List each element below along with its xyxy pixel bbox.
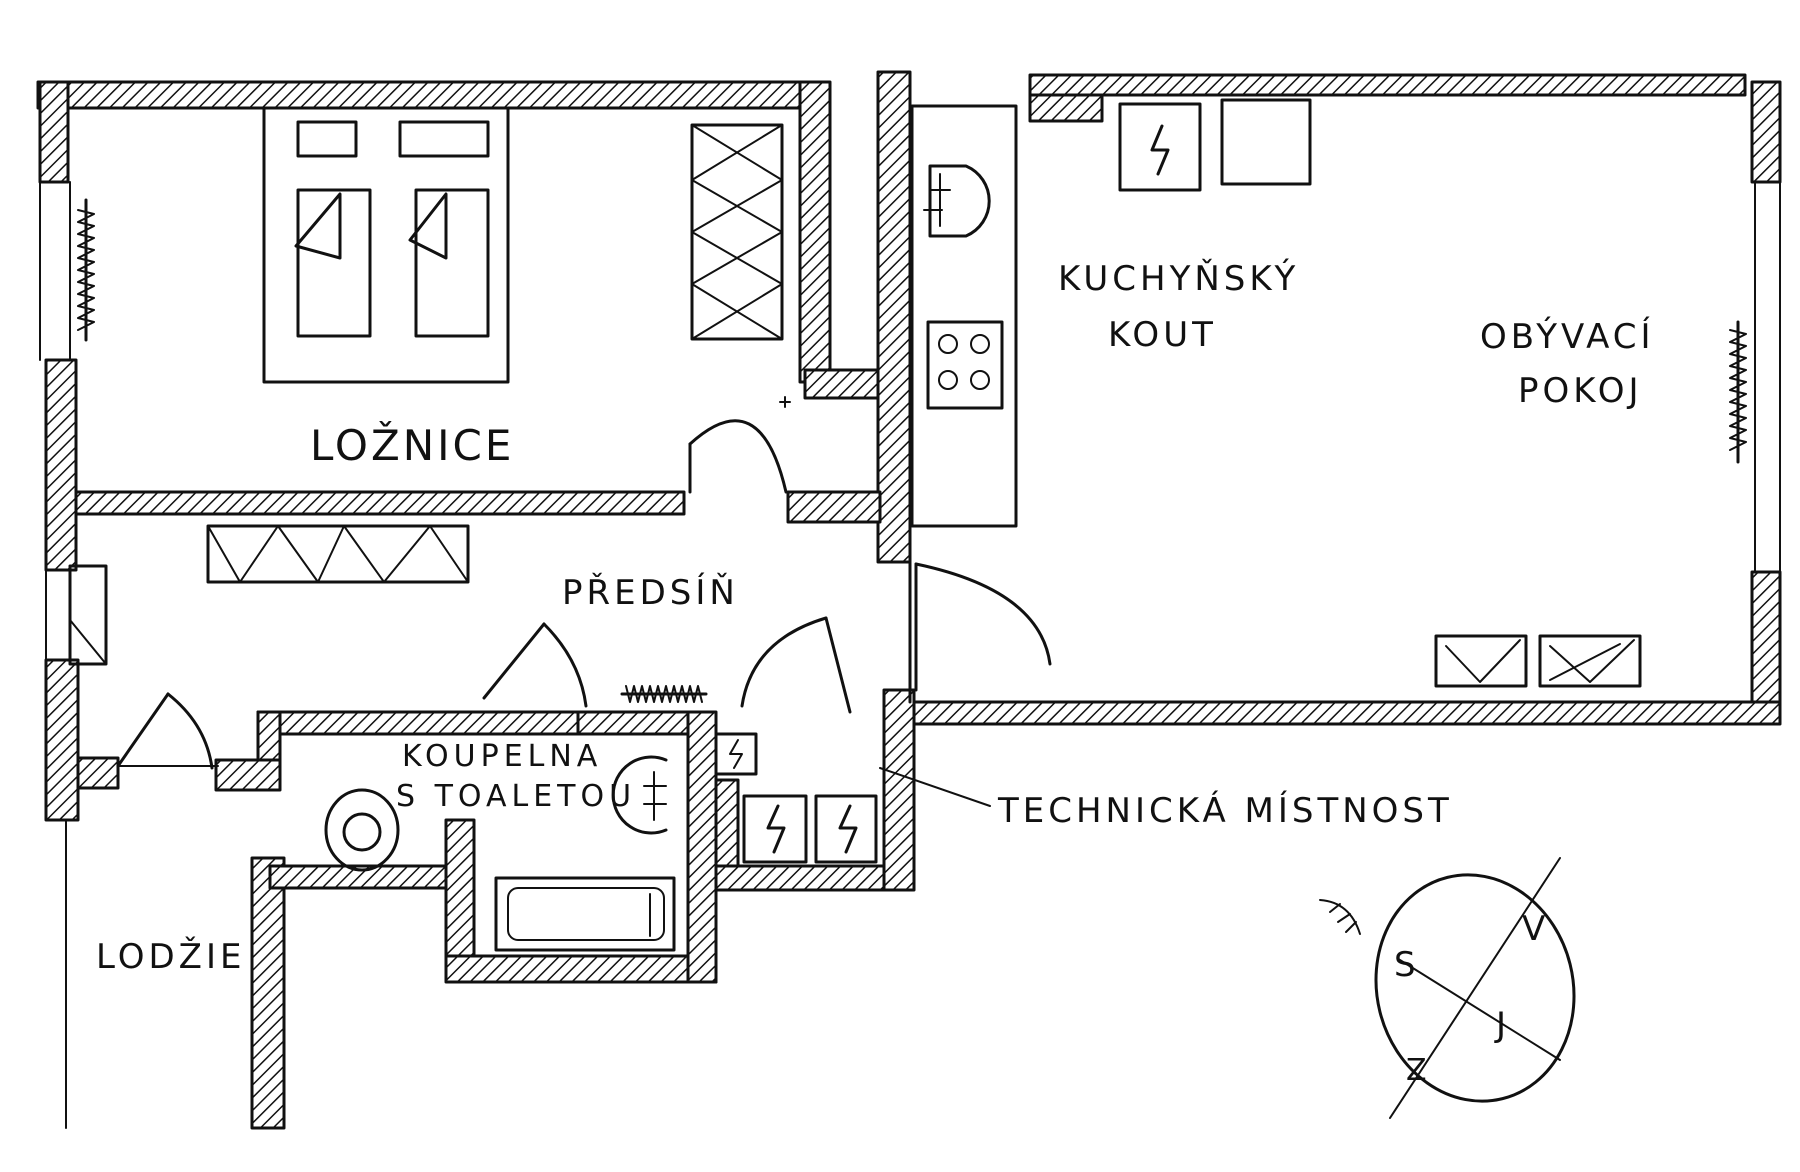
door-bathroom — [482, 622, 588, 708]
wall-kitchen-left — [876, 70, 912, 564]
radiator-living — [1729, 320, 1747, 464]
fridge — [1220, 98, 1312, 186]
room-label-kuchynsky-kout-1: KUCHYŇSKÝ — [1058, 258, 1299, 299]
room-label-obyvaci-pokoj-1: OBÝVACÍ — [1480, 316, 1655, 357]
lightning-icon — [1150, 124, 1170, 176]
walls — [36, 70, 1782, 1130]
compass-label-west: Z — [1406, 1053, 1432, 1088]
room-label-lodzie: LODŽIE — [96, 936, 245, 977]
wall-left-upper — [38, 80, 70, 184]
pillow-left — [296, 120, 358, 158]
compass-labels: S V J Z — [1394, 909, 1549, 1088]
door-bedroom — [688, 396, 791, 494]
room-label-koupelna-2: S TOALETOU — [396, 779, 636, 814]
wall-right-upper — [1750, 80, 1782, 184]
wall-hall-top-right — [786, 490, 882, 524]
outline-lines — [39, 181, 1781, 1129]
toilet — [324, 788, 400, 872]
compass-label-north: S — [1394, 945, 1420, 985]
wall-tech-right — [882, 688, 916, 892]
wall-top-living-notch — [1028, 93, 1104, 123]
compass-label-east: V — [1522, 909, 1549, 949]
wall-bedroom-right-stub — [803, 368, 887, 400]
bed — [262, 106, 510, 384]
washbasin — [611, 755, 668, 835]
wall-tub-left — [444, 818, 476, 982]
wall-tech-bottom — [714, 864, 888, 892]
compass-circle — [1374, 873, 1576, 1103]
living-cabinets — [1434, 634, 1642, 688]
lightning-icon — [766, 804, 786, 854]
wardrobe-bedroom — [690, 123, 784, 341]
room-label-kuchynsky-kout-2: KOUT — [1108, 315, 1217, 355]
compass-axis-ns — [1389, 857, 1561, 1119]
technical-room-leader — [879, 767, 991, 807]
wall-tub-bottom — [444, 954, 718, 984]
lightning-icon — [729, 739, 743, 769]
room-label-technicka-mistnost: TECHNICKÁ MÍSTNOST — [997, 790, 1453, 831]
wall-hall-top — [74, 490, 686, 516]
room-labels: LOŽNICE KUCHYŇSKÝ KOUT OBÝVACÍ POKOJ PŘE… — [96, 258, 1655, 977]
kitchen-counter — [910, 104, 1018, 528]
wall-bottom-living — [908, 700, 1782, 726]
room-label-predsin: PŘEDSÍŇ — [562, 572, 739, 613]
hall-cabinet-left — [68, 564, 108, 666]
wall-loggia-door-stub — [76, 756, 120, 790]
wall-bath-left-stub — [214, 758, 282, 792]
room-label-loznice: LOŽNICE — [310, 420, 514, 470]
wall-left-middle — [44, 358, 78, 572]
double-bed — [262, 106, 510, 384]
bathroom-fixtures — [324, 755, 676, 952]
kitchen-sink — [928, 164, 991, 238]
lightning-icon — [838, 804, 858, 854]
leaf-icon — [1319, 899, 1361, 935]
radiator-bedroom — [77, 198, 95, 342]
wardrobe-hall — [206, 524, 470, 584]
wall-left-lower — [44, 658, 80, 822]
compass — [1319, 857, 1576, 1119]
door-loggia — [116, 692, 219, 770]
wall-top-bedroom — [36, 80, 830, 110]
pillow-right — [398, 120, 490, 158]
wall-bath-top-right — [576, 710, 702, 736]
wall-right-lower — [1750, 570, 1782, 709]
wall-bath-top — [256, 710, 596, 736]
wall-bedroom-right — [798, 80, 832, 384]
technical-room-equipment — [714, 732, 878, 864]
door-entry — [914, 562, 1052, 692]
cooktop — [926, 320, 1004, 410]
wall-loggia-right — [250, 856, 286, 1130]
wall-top-living — [1028, 73, 1747, 97]
bathtub — [494, 876, 676, 952]
room-label-koupelna-1: KOUPELNA — [402, 739, 602, 774]
room-label-obyvaci-pokoj-2: POKOJ — [1518, 371, 1643, 411]
door-technical — [740, 616, 852, 714]
compass-label-south: J — [1494, 1005, 1510, 1045]
electrical-panels-kitchen — [1118, 98, 1312, 192]
wall-bath-right — [686, 710, 718, 984]
compass-axis-we — [1399, 959, 1561, 1061]
radiator-hall — [620, 685, 708, 703]
